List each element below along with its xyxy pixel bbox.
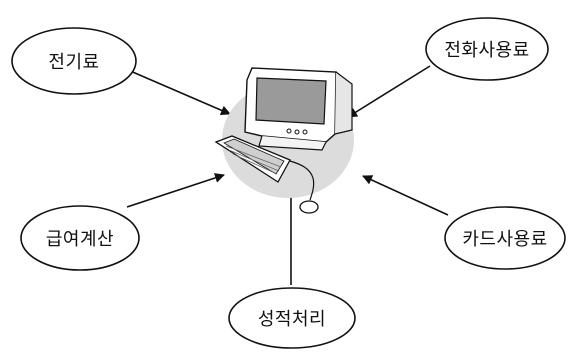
node-electricity-label: 전기료 xyxy=(48,52,100,73)
node-card-shape xyxy=(444,206,566,270)
node-card-label: 카드사용료 xyxy=(462,229,548,250)
node-phone-label: 전화사용료 xyxy=(444,40,530,61)
node-payroll-shape xyxy=(20,205,140,271)
computer-illustration xyxy=(214,67,354,214)
arrow-payroll xyxy=(126,173,225,208)
node-payroll-label: 급여계산 xyxy=(45,229,115,250)
arrow-phone xyxy=(347,65,431,118)
node-electricity-shape xyxy=(11,27,137,95)
node-grades-shape xyxy=(228,287,356,349)
monitor-screen xyxy=(255,77,327,125)
mouse-icon xyxy=(299,200,319,214)
arrow-electricity xyxy=(127,69,231,116)
node-grades-label: 성적처리 xyxy=(257,309,327,330)
arrow-card xyxy=(362,175,449,216)
node-phone-shape xyxy=(425,17,549,81)
